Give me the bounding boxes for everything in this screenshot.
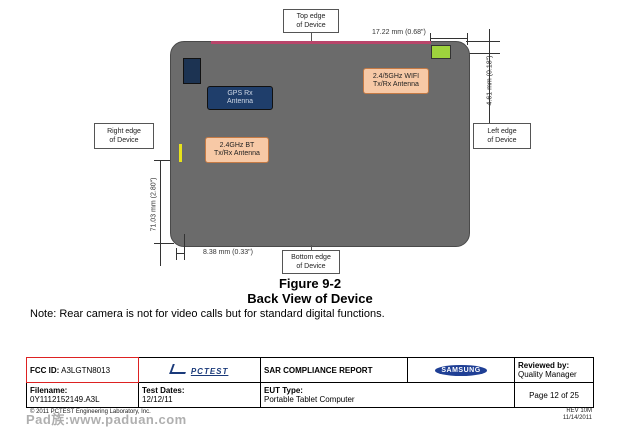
eut-type-value: Portable Tablet Computer: [264, 395, 355, 404]
reviewed-cell: Reviewed by: Quality Manager: [514, 357, 594, 383]
top-height-line: [489, 29, 490, 125]
bottom-edge-callout: Bottom edge of Device: [282, 250, 340, 274]
fcc-id-label: FCC ID:: [30, 365, 60, 375]
samsung-logo: SAMSUNG: [435, 364, 487, 376]
top-edge-leader: [311, 33, 312, 41]
bt-antenna-label: 2.4GHz BT Tx/Rx Antenna: [205, 137, 269, 163]
side-ref-bottom: [154, 243, 174, 244]
reviewed-label: Reviewed by:: [518, 361, 570, 370]
filename-value: 0Y1112152149.A3L: [30, 395, 100, 404]
test-dates-label: Test Dates:: [142, 386, 185, 395]
report-title: SAR COMPLIANCE REPORT: [260, 357, 408, 383]
side-height-dimension: 71.03 mm (2.80"): [150, 177, 158, 232]
pctest-logo-text: PCTEST: [190, 367, 229, 376]
test-dates-value: 12/12/11: [142, 395, 173, 404]
eut-type-cell: EUT Type: Portable Tablet Computer: [260, 382, 515, 408]
copyright: © 2011 PCTEST Engineering Laboratory, In…: [30, 409, 151, 415]
bottom-width-dimension: 8.38 mm (0.33"): [203, 249, 253, 256]
fcc-id-cell: FCC ID: A3LGTN8013: [26, 357, 139, 383]
report-footer: FCC ID: A3LGTN8013 PCTEST SAR COMPLIANCE…: [26, 357, 594, 408]
bottom-edge-leader: [311, 245, 312, 251]
left-edge-callout: Left edge of Device: [473, 123, 531, 149]
top-width-dimension: 17.22 mm (0.68"): [372, 29, 426, 36]
bt-antenna-bar: [179, 144, 182, 162]
right-edge-callout: Right edge of Device: [94, 123, 154, 149]
bottom-tick-right: [184, 234, 185, 260]
rear-camera: [183, 58, 201, 84]
pctest-logo: PCTEST: [138, 357, 261, 383]
gps-antenna: GPS Rx Antenna: [207, 86, 273, 110]
samsung-logo-cell: SAMSUNG: [407, 357, 515, 383]
top-width-tick-left: [430, 33, 431, 45]
side-ref-top: [154, 160, 182, 161]
filename-cell: Filename: 0Y1112152149.A3L: [26, 382, 139, 408]
revision-date: 11/14/2011: [562, 415, 592, 421]
top-width-tick-right: [467, 33, 468, 45]
fcc-id-value: A3LGTN8013: [61, 365, 111, 375]
bottom-tick-left: [176, 248, 177, 260]
bottom-width-line: [176, 253, 184, 254]
filename-label: Filename:: [30, 386, 68, 395]
reviewed-value: Quality Manager: [518, 370, 577, 379]
revision: REV 10M: [566, 408, 592, 414]
figure-title: Back View of Device: [247, 291, 373, 306]
eut-type-label: EUT Type:: [264, 386, 303, 395]
top-height-dimension: 4.61 mm (0.18"): [486, 55, 494, 106]
top-strip: [211, 41, 431, 44]
top-ref-line: [466, 41, 500, 42]
figure-number: Figure 9-2: [278, 276, 342, 291]
wifi-ref-line: [448, 53, 500, 54]
top-width-line: [430, 38, 468, 39]
figure-note: Note: Rear camera is not for video calls…: [30, 308, 385, 320]
wifi-antenna-block: [431, 45, 451, 59]
test-dates-cell: Test Dates: 12/12/11: [138, 382, 261, 408]
side-height-line: [160, 160, 161, 266]
tablet-back: GPS Rx Antenna 2.4/5GHz WIFI Tx/Rx Anten…: [170, 41, 470, 247]
wifi-antenna-label: 2.4/5GHz WIFI Tx/Rx Antenna: [363, 68, 429, 94]
page-number: Page 12 of 25: [514, 382, 594, 408]
top-edge-callout: Top edge of Device: [283, 9, 339, 33]
pctest-logo-mark: [168, 364, 189, 374]
watermark: Pad族:www.paduan.com: [26, 412, 187, 427]
